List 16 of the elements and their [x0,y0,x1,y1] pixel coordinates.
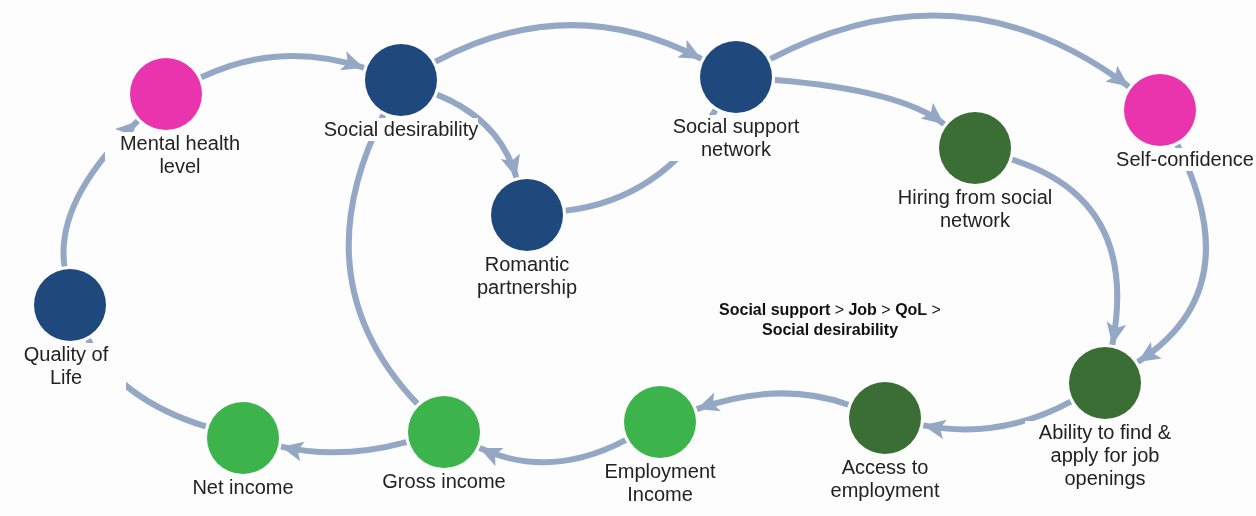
arrow [478,437,627,466]
arrow [280,439,408,461]
arrow [922,398,1073,439]
arrow [1011,156,1126,346]
arrow [1136,143,1209,365]
arrow [345,113,420,406]
note-text: Social support > Job > QoL > Social desirability [718,300,942,340]
arrow [435,91,520,179]
arrow [769,12,1131,90]
arrow [60,118,140,267]
arrow [695,390,850,412]
arrow [200,51,365,81]
node-label: Self-confidence [1116,148,1254,171]
node-label: Social desirability [323,118,479,141]
arrow [774,77,946,127]
arrow [434,22,703,65]
